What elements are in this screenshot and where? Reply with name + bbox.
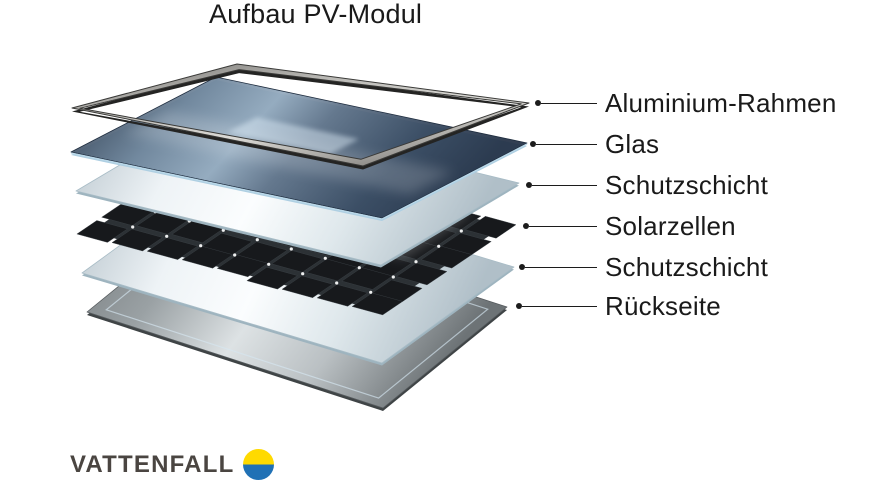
page-title: Aufbau PV-Modul [209, 0, 423, 29]
layer-stack [70, 63, 530, 411]
vattenfall-sun-icon [243, 449, 275, 480]
vattenfall-wordmark: VATTENFALL [70, 451, 235, 478]
vattenfall-logo: VATTENFALL [70, 449, 275, 480]
layer-aluminium-rahmen [71, 63, 530, 170]
